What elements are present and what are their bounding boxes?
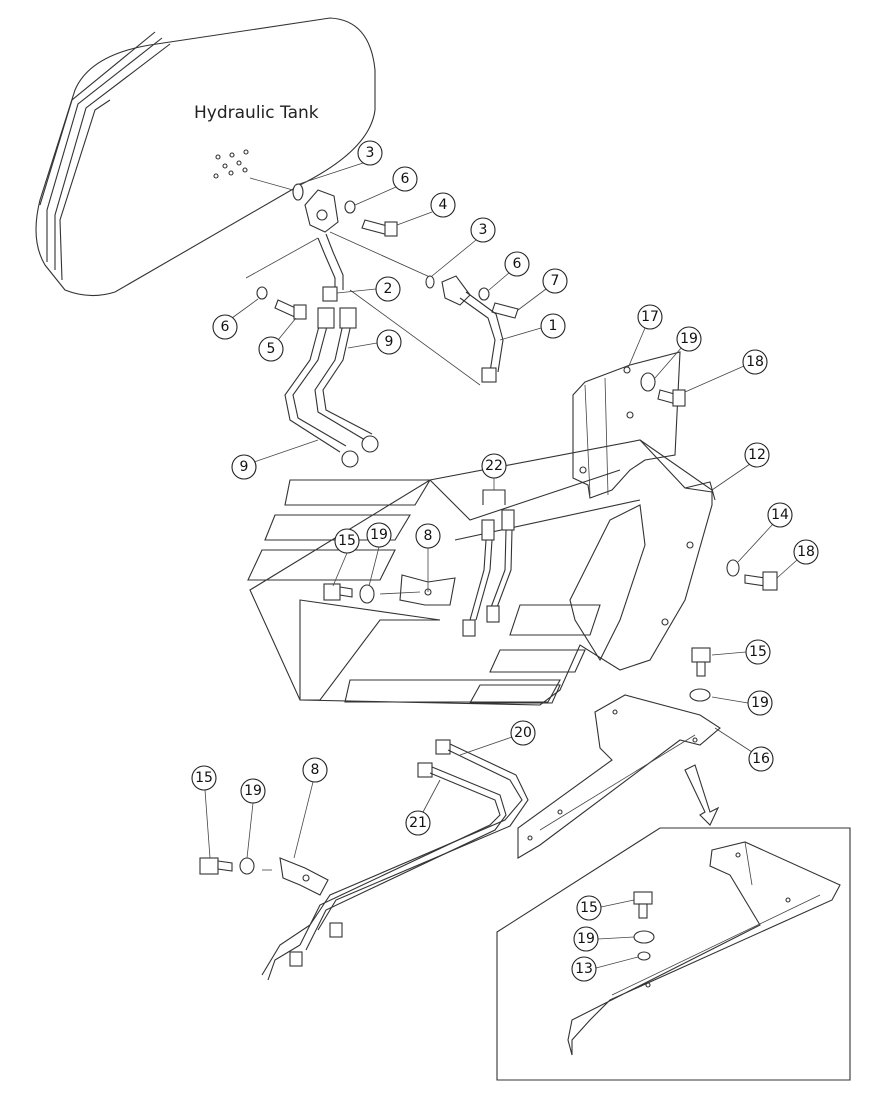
- svg-text:15: 15: [580, 900, 598, 916]
- callout-5: 5: [258, 317, 297, 362]
- callout-14: 14: [737, 502, 793, 563]
- callout-9b: 9: [231, 439, 319, 480]
- svg-text:1: 1: [549, 318, 558, 334]
- callout-15b: 15: [711, 639, 771, 665]
- svg-text:6: 6: [221, 319, 230, 335]
- svg-text:2: 2: [384, 281, 393, 297]
- clamp-8-lower: [199, 857, 329, 896]
- svg-text:9: 9: [240, 459, 249, 475]
- bolt-5-assembly: [256, 286, 307, 320]
- svg-text:3: 3: [479, 222, 488, 238]
- bolt-15-right: [689, 647, 711, 702]
- svg-text:20: 20: [514, 725, 532, 741]
- callout-6b: 6: [488, 251, 530, 291]
- callout-19c: 19: [711, 690, 773, 716]
- svg-text:19: 19: [680, 331, 698, 347]
- svg-text:13: 13: [575, 961, 593, 977]
- callout-6a: 6: [354, 166, 418, 206]
- svg-text:15: 15: [749, 644, 767, 660]
- bolt-18-right: [726, 559, 778, 591]
- cover-plate: [247, 439, 716, 706]
- svg-text:9: 9: [385, 334, 394, 350]
- hydraulic-tank: [35, 17, 376, 297]
- callout-19b: 19: [366, 522, 392, 587]
- bolt-18-top: [640, 372, 686, 407]
- svg-text:16: 16: [752, 751, 770, 767]
- callout-20: 20: [459, 720, 536, 756]
- callout-22: 22: [481, 453, 507, 490]
- svg-text:21: 21: [409, 815, 427, 831]
- bracket-17: [572, 351, 681, 499]
- svg-text:8: 8: [311, 762, 320, 778]
- callout-3b: 3: [431, 217, 496, 277]
- callout-17: 17: [627, 304, 663, 369]
- tank-label: Hydraulic Tank: [194, 103, 319, 123]
- pipe-1: [349, 275, 519, 386]
- callout-1: 1: [499, 313, 566, 341]
- callout-4: 4: [396, 192, 456, 226]
- callout-15a: 15: [332, 528, 360, 587]
- svg-text:8: 8: [424, 528, 433, 544]
- callout-19e: 19: [573, 926, 635, 952]
- svg-text:19: 19: [577, 931, 595, 947]
- callout-18b: 18: [776, 539, 819, 579]
- bracket-16: [517, 694, 721, 859]
- svg-text:7: 7: [551, 273, 560, 289]
- svg-text:19: 19: [244, 783, 262, 799]
- svg-text:22: 22: [485, 458, 503, 474]
- callout-16: 16: [714, 727, 774, 772]
- callout-15d: 15: [576, 895, 635, 921]
- callout-2: 2: [336, 276, 401, 302]
- svg-text:3: 3: [366, 145, 375, 161]
- pipe-2: [245, 231, 433, 302]
- svg-text:14: 14: [771, 507, 789, 523]
- callout-8b: 8: [293, 757, 328, 859]
- callout-12: 12: [711, 442, 770, 491]
- svg-text:15: 15: [195, 770, 213, 786]
- svg-text:5: 5: [267, 341, 276, 357]
- tank-flange: [292, 183, 398, 237]
- svg-text:18: 18: [797, 544, 815, 560]
- svg-text:6: 6: [401, 171, 410, 187]
- svg-text:19: 19: [370, 527, 388, 543]
- callout-15c: 15: [191, 765, 217, 859]
- svg-text:17: 17: [641, 309, 659, 325]
- callout-6c: 6: [212, 298, 259, 340]
- callout-19a: 19: [654, 326, 702, 379]
- hoses-9: [284, 307, 379, 468]
- svg-text:19: 19: [751, 695, 769, 711]
- callout-3a: 3: [295, 140, 383, 186]
- svg-text:4: 4: [439, 197, 448, 213]
- callout-21: 21: [405, 779, 441, 836]
- callout-18a: 18: [684, 349, 768, 393]
- svg-text:12: 12: [748, 447, 766, 463]
- callout-7: 7: [517, 268, 568, 311]
- fittings-22: [462, 489, 515, 637]
- svg-text:15: 15: [338, 533, 356, 549]
- svg-text:6: 6: [513, 256, 522, 272]
- callout-8a: 8: [415, 523, 441, 592]
- callout-13: 13: [571, 956, 639, 982]
- detail-view: [496, 827, 851, 1081]
- callout-19d: 19: [240, 778, 266, 859]
- callout-9a: 9: [347, 329, 402, 355]
- svg-text:18: 18: [746, 354, 764, 370]
- pipes-20-21: [261, 739, 529, 981]
